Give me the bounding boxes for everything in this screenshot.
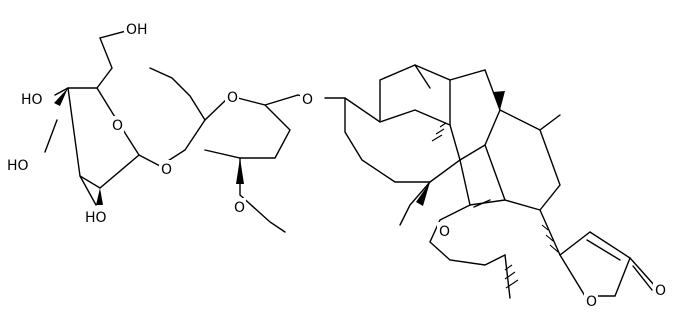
hydroxyl-label: OH [126,22,148,38]
glycosidic-oxygen-label: O [302,92,313,108]
atom-labels: OH HO HO HO O O O O O O O O [6,20,667,310]
hydroxyl-label: HO [7,158,29,174]
lactone-ring-oxygen-label: O [586,294,597,310]
methoxy-oxygen-label: O [234,200,245,216]
butenolide-ring [539,209,656,297]
carbonyl-oxygen-label: O [655,283,666,299]
glycosidic-oxygen-label: O [161,162,172,178]
ring-oxygen-label: O [112,118,123,134]
sugar-ring-1 [44,29,161,206]
ring-oxygen-label: O [227,90,238,106]
hydroxyl-label: HO [21,92,43,108]
hydroxyl-label: HO [85,210,107,226]
steroid-core [324,64,561,299]
epoxide-oxygen-label: O [439,224,450,240]
sugar-ring-2 [149,67,309,233]
